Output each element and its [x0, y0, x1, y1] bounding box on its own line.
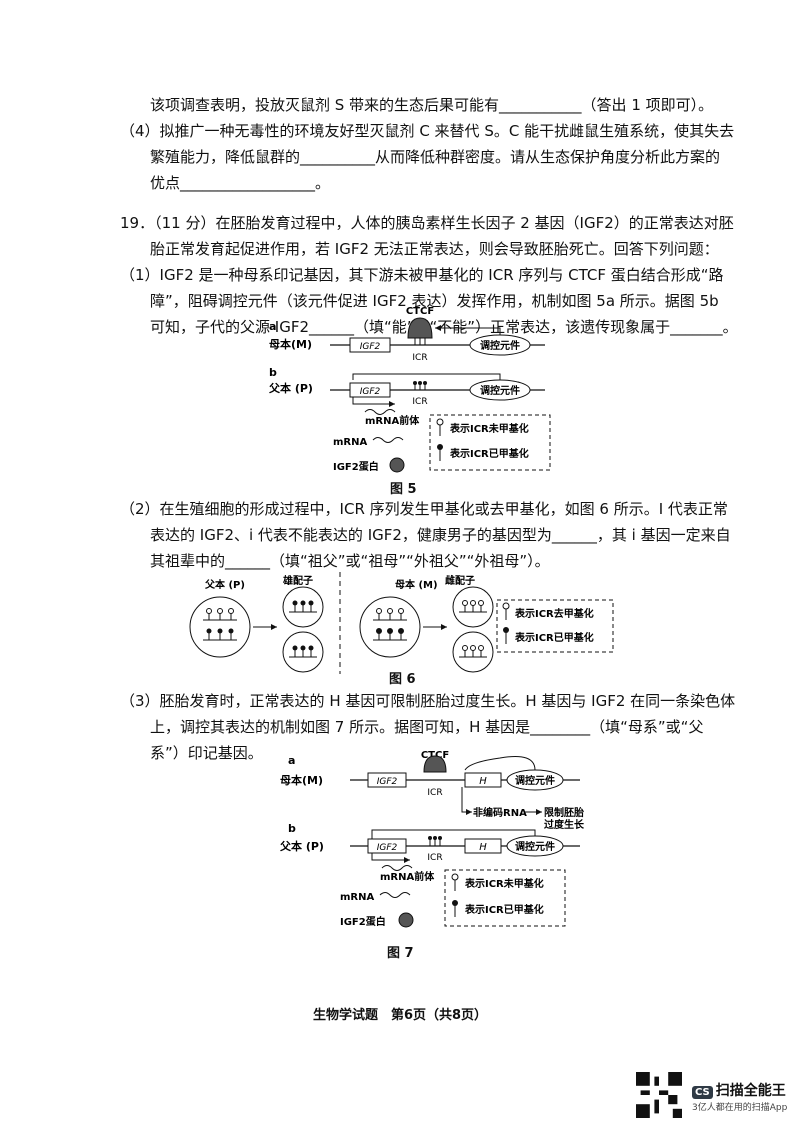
fig6-father: 父本 (P)	[204, 578, 245, 591]
ctcf-protein-icon	[407, 317, 433, 339]
fig5-reg-b: 调控元件	[480, 384, 520, 397]
text-line: 该项调查表明，投放灭鼠剂 S 带来的生态后果可能有___________（答出 …	[150, 96, 714, 114]
ctcf-protein-icon	[423, 755, 447, 773]
fig7-igf2-a: IGF2	[377, 777, 398, 787]
fig6-legend-me: 表示ICR已甲基化	[514, 631, 594, 644]
fig7-igf2-b: IGF2	[377, 843, 398, 853]
text-line: 优点__________________。	[150, 174, 331, 192]
text-line: 繁殖能力，降低鼠群的__________从而降低种群密度。请从生态保护角度分析此…	[150, 148, 721, 166]
text-line: 胎正常发育起促进作用，若 IGF2 无法正常表达，则会导致胚胎死亡。回答下列问题…	[150, 240, 719, 258]
subquestion-2: （2）在生殖细胞的形成过程中，ICR 序列发生甲基化或去甲基化，如图 6 所示。…	[120, 500, 728, 518]
fig7-icr-b: ICR	[427, 853, 442, 863]
text-line: 上，调控其表达的机制如图 7 所示。据图可知，H 基因是________（填“母…	[150, 718, 704, 736]
fig5-b-label: b	[269, 366, 277, 379]
fig5-reg-a: 调控元件	[480, 339, 520, 352]
fig7-pre: mRNA前体	[380, 870, 435, 883]
protein-icon	[389, 457, 405, 473]
brand-label: 扫描全能王	[715, 1083, 786, 1099]
fig5-mrna: mRNA	[333, 437, 367, 448]
fig7-protein: IGF2蛋白	[340, 915, 386, 928]
father-cell	[189, 596, 251, 658]
mother-cell	[359, 596, 421, 658]
text-line: 障”，阻碍调控元件（该元件促进 IGF2 表达）发挥作用，机制如图 5a 所示。…	[150, 292, 719, 310]
subquestion-3: （3）胚胎发育时，正常表达的 H 基因可限制胚胎过度生长。H 基因与 IGF2 …	[120, 692, 736, 710]
fig5-a-label: a	[269, 320, 276, 333]
fig7-father: 父本 (P)	[280, 839, 324, 853]
fig6-mother: 母本 (M)	[395, 578, 438, 591]
figure-6-diagram: 父本 (P) 母本 (M) 雄配子 雌配子 表示ICR去甲基化 表示ICR已甲	[189, 572, 614, 674]
fig7-icr-a: ICR	[427, 788, 442, 798]
fig7-a-label: a	[288, 754, 295, 767]
figure-5-caption: 图 5	[390, 482, 417, 497]
fig7-limit2: 过度生长	[544, 818, 585, 831]
figure-7-caption: 图 7	[387, 946, 414, 961]
question-4: （4）拟推广一种无毒性的环境友好型灭鼠剂 C 来替代 S。C 能干扰雌鼠生殖系统…	[120, 122, 735, 140]
fig6-male-gamete: 雄配子	[282, 574, 313, 587]
text-line: 可知，子代的父源 IGF2______（填“能”或“不能”）正常表达，该遗传现象…	[150, 318, 738, 336]
brand-subtitle: 3亿人都在用的扫描App	[692, 1103, 788, 1113]
fig5-mother-label: 母本(M)	[269, 337, 312, 351]
fig5-protein: IGF2蛋白	[333, 460, 379, 473]
fig5-igf2-b: IGF2	[360, 387, 381, 397]
fig7-reg-a: 调控元件	[515, 774, 555, 787]
fig5-igf2-a: IGF2	[360, 342, 381, 352]
figure-5-diagram: a 母本(M) b 父本 (P) IGF2 CTCF ICR 调控元件 IGF2…	[268, 306, 551, 473]
fig7-legend-me: 表示ICR已甲基化	[464, 903, 544, 916]
text-line: 表达的 IGF2、i 代表不能表达的 IGF2，健康男子的基因型为______，…	[150, 526, 731, 544]
cs-logo-icon: CS	[692, 1086, 713, 1099]
qr-code-icon	[636, 1072, 682, 1118]
fig5-ctcf: CTCF	[406, 306, 434, 317]
page-footer: 生物学试题 第6页（共8页）	[312, 1008, 488, 1023]
subquestion-1: （1）IGF2 是一种母系印记基因，其下游未被甲基化的 ICR 序列与 CTCF…	[120, 266, 724, 284]
figure-7-diagram: a 母本(M) b 父本 (P) IGF2 CTCF ICR H 调控元件 非编…	[280, 750, 585, 928]
fig7-h-a: H	[479, 776, 487, 787]
fig7-legend-un: 表示ICR未甲基化	[464, 877, 544, 890]
fig6-legend-de: 表示ICR去甲基化	[514, 607, 594, 620]
text-line: 系”）印记基因。	[150, 744, 263, 762]
fig7-limit1: 限制胚胎	[544, 806, 584, 819]
fig5-father-label: 父本 (P)	[268, 381, 313, 395]
protein-icon	[398, 912, 414, 928]
question-19: 19．（11 分）在胚胎发育过程中，人体的胰岛素样生长因子 2 基因（IGF2）…	[120, 214, 734, 232]
fig7-reg-b: 调控元件	[515, 840, 555, 853]
fig7-b-label: b	[288, 822, 296, 835]
figure-6-caption: 图 6	[389, 672, 416, 687]
fig5-pre: mRNA前体	[365, 414, 420, 427]
fig5-legend-me: 表示ICR已甲基化	[449, 447, 529, 460]
fig5-legend-un: 表示ICR未甲基化	[449, 422, 529, 435]
text-line: 其祖辈中的______（填“祖父”或“祖母”“外祖父”“外祖母”）。	[150, 552, 550, 570]
fig6-female-gamete: 雌配子	[445, 574, 475, 587]
fig7-h-b: H	[479, 842, 487, 853]
fig7-mrna: mRNA	[340, 892, 374, 903]
fig5-icr-b: ICR	[412, 397, 427, 407]
fig5-icr-a: ICR	[412, 353, 427, 363]
fig7-noncoding: 非编码RNA	[473, 806, 527, 819]
fig7-mother: 母本(M)	[280, 773, 323, 787]
